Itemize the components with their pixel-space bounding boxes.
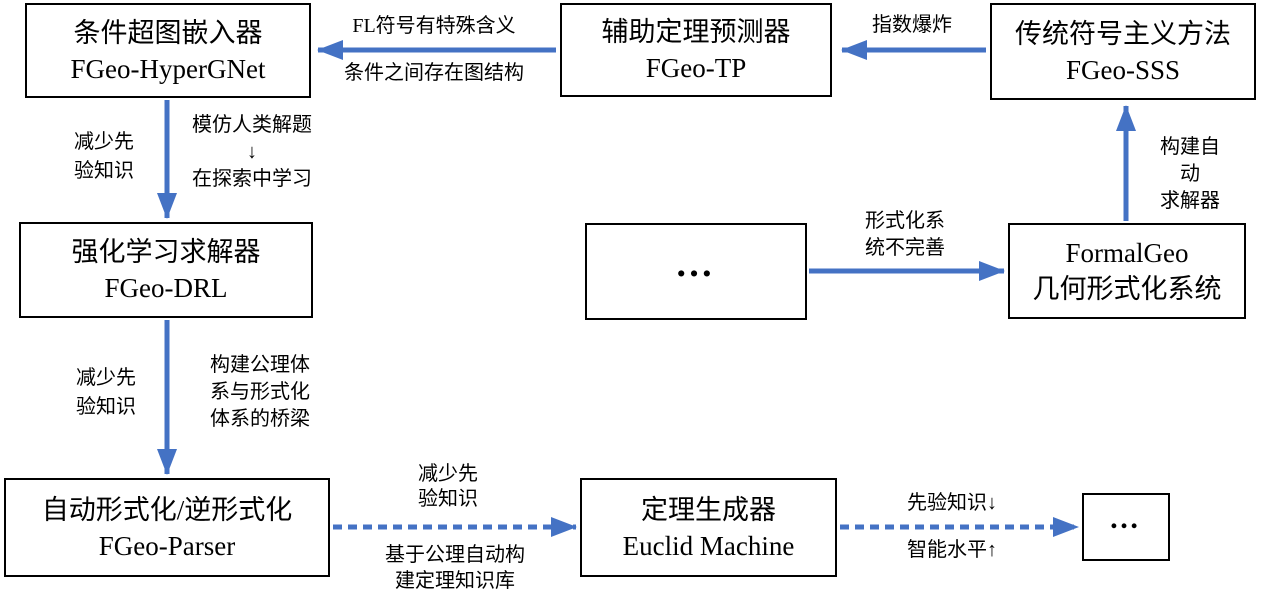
box-formalgeo-subtitle: 几何形式化系统 [1032, 274, 1222, 304]
box-ellipsis-mid: … [585, 223, 807, 320]
label-formal-system-imperfect: 形式化系 统不完善 [865, 210, 945, 259]
label-graph-structure: 条件之间存在图结构 [344, 62, 524, 84]
box-fgeo-hypergnet: 条件超图嵌入器 FGeo-HyperGNet [25, 3, 311, 98]
box-fgeo-parser-title: 自动形式化/逆形式化 [41, 494, 293, 525]
box-fgeo-hypergnet-title: 条件超图嵌入器 [73, 17, 263, 48]
label-intelligence-up: 智能水平↑ [907, 539, 997, 561]
ellipsis-mid-text: … [675, 242, 717, 285]
box-fgeo-sss-title: 传统符号主义方法 [1015, 18, 1231, 49]
box-ellipsis-end: … [1082, 493, 1170, 561]
box-formalgeo-title: FormalGeo [1065, 238, 1189, 268]
label-axiom-bridge: 构建公理体 系与形式化 体系的桥梁 [210, 354, 310, 430]
box-fgeo-hypergnet-subtitle: FGeo-HyperGNet [70, 53, 266, 84]
box-fgeo-drl: 强化学习求解器 FGeo-DRL [19, 222, 313, 318]
box-fgeo-drl-subtitle: FGeo-DRL [104, 273, 228, 303]
box-euclid-machine-title: 定理生成器 [641, 494, 776, 525]
label-fl-symbols: FL符号有特殊含义 [352, 15, 516, 37]
label-reduce-prior-2: 减少先 验知识 [76, 367, 136, 418]
box-fgeo-tp-title: 辅助定理预测器 [601, 17, 791, 47]
label-axiom-theorem-kb: 基于公理自动构 建定理知识库 [385, 544, 525, 592]
ellipsis-end-text: … [1109, 502, 1143, 535]
box-fgeo-parser: 自动形式化/逆形式化 FGeo-Parser [4, 478, 330, 577]
box-fgeo-tp: 辅助定理预测器 FGeo-TP [560, 3, 832, 97]
box-fgeo-sss-subtitle: FGeo-SSS [1065, 54, 1181, 85]
label-reduce-prior-1: 减少先 验知识 [74, 131, 134, 182]
box-euclid-machine: 定理生成器 Euclid Machine [580, 478, 837, 577]
box-formalgeo: FormalGeo 几何形式化系统 [1008, 223, 1246, 319]
label-imitate-human: 模仿人类解题 ↓ 在探索中学习 [192, 114, 312, 190]
box-fgeo-tp-subtitle: FGeo-TP [645, 53, 747, 83]
label-prior-knowledge-down: 先验知识↓ [907, 492, 997, 514]
box-fgeo-drl-title: 强化学习求解器 [71, 237, 261, 267]
box-euclid-machine-subtitle: Euclid Machine [622, 530, 795, 561]
box-fgeo-sss: 传统符号主义方法 FGeo-SSS [990, 3, 1256, 100]
box-fgeo-parser-subtitle: FGeo-Parser [98, 530, 236, 561]
label-exponential-explosion: 指数爆炸 [872, 14, 952, 36]
label-reduce-prior-3: 减少先 验知识 [418, 463, 478, 510]
label-build-auto-solver: 构建自动 求解器 [1160, 136, 1220, 212]
